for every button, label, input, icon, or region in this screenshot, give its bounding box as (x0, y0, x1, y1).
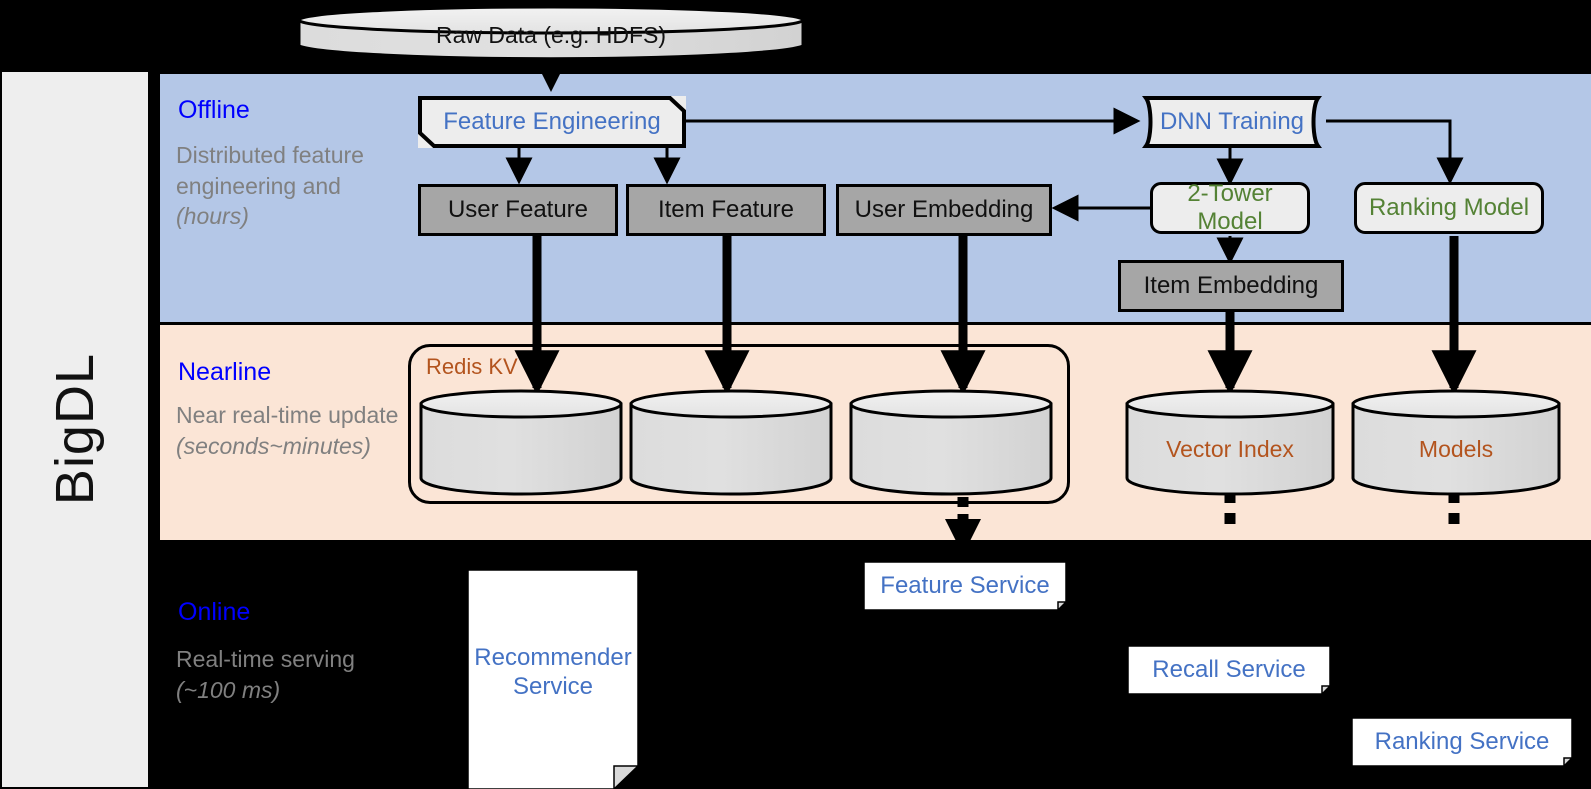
item-feature-store-cylinder[interactable] (628, 388, 834, 496)
item-embedding-label: Item Embedding (1143, 272, 1319, 299)
online-title: Online (178, 598, 251, 626)
offline-title: Offline (178, 96, 250, 124)
vector-index-label: Vector Index (1166, 436, 1294, 462)
user-feature-label: User Feature (447, 196, 589, 223)
nearline-title: Nearline (178, 358, 272, 386)
item-feature-label: Item Feature (657, 196, 795, 223)
recommender-service-line1: Recommender (474, 644, 632, 671)
user-embedding-store-cylinder[interactable] (848, 388, 1054, 496)
recall-service-note[interactable]: Recall Service (1128, 646, 1330, 694)
bigdl-rail-label-wrap: BigDL (2, 72, 148, 787)
ranking-model-label: Ranking Model (1368, 194, 1530, 221)
models-cylinder[interactable]: Models (1350, 388, 1562, 496)
bigdl-rail: BigDL (2, 72, 148, 787)
ranking-model-box[interactable]: Ranking Model (1354, 182, 1544, 234)
feature-service-label: Feature Service (880, 572, 1050, 599)
recommender-service-label: Recommender Service (468, 644, 638, 702)
redis-kv-label: Redis KV (426, 354, 518, 379)
two-tower-model-label: 2-Tower Model (1187, 180, 1273, 235)
recommender-service-note[interactable]: Recommender Service (468, 570, 638, 789)
feature-engineering-box[interactable]: Feature Engineering (418, 96, 686, 148)
vector-index-cylinder[interactable]: Vector Index (1124, 388, 1336, 496)
bigdl-rail-label: BigDL (45, 353, 105, 506)
recommender-service-line2: Service (512, 672, 594, 700)
nearline-subtitle: Near real-time update (seconds~minutes) (176, 402, 399, 459)
models-label: Models (1418, 436, 1494, 462)
offline-subtitle: Distributed feature engineering and (hou… (176, 142, 364, 230)
item-embedding-box[interactable]: Item Embedding (1118, 260, 1344, 312)
user-feature-store-cylinder[interactable] (418, 388, 624, 496)
user-feature-box[interactable]: User Feature (418, 184, 618, 236)
online-subtitle: Real-time serving (~100 ms) (176, 646, 355, 703)
raw-data-cylinder: Raw Data (e.g. HDFS) (296, 4, 806, 62)
ranking-service-note[interactable]: Ranking Service (1352, 718, 1572, 766)
user-embedding-label: User Embedding (854, 196, 1034, 223)
recall-service-label: Recall Service (1152, 656, 1306, 683)
two-tower-model-box[interactable]: 2-Tower Model (1150, 180, 1310, 235)
dnn-training-label: DNN Training (1159, 108, 1305, 135)
item-feature-box[interactable]: Item Feature (626, 184, 826, 236)
user-embedding-box[interactable]: User Embedding (836, 184, 1052, 236)
raw-data-label: Raw Data (e.g. HDFS) (435, 22, 667, 48)
feature-service-note[interactable]: Feature Service (864, 562, 1066, 610)
ranking-service-label: Ranking Service (1374, 728, 1550, 755)
feature-engineering-label: Feature Engineering (443, 108, 661, 135)
dnn-training-box[interactable]: DNN Training (1134, 96, 1330, 148)
redis-kv-container (408, 344, 1070, 504)
